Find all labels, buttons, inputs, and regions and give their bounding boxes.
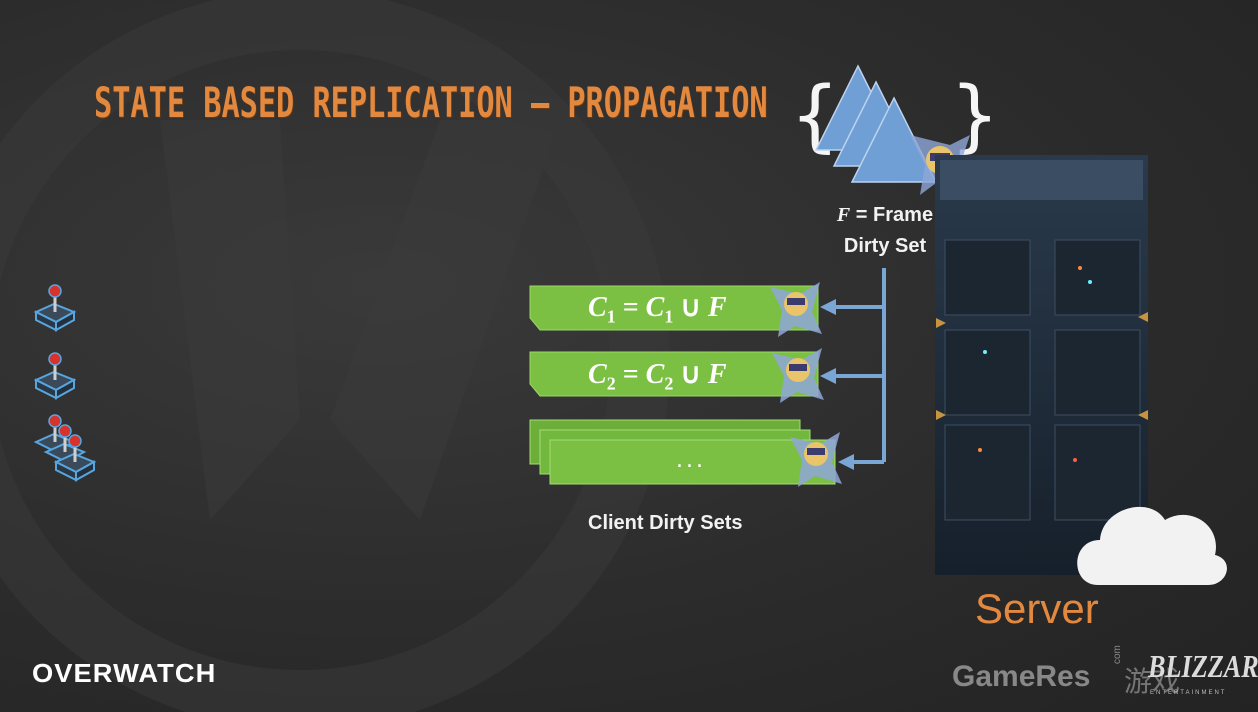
more-client-sets: ... [676, 448, 706, 473]
server-label: Server [975, 585, 1099, 632]
client-set-1-formula: C1 = C1 ∪ F [588, 292, 727, 327]
cloud-icon [1077, 506, 1227, 585]
watermark-com: com [1112, 645, 1123, 664]
arrow-heads [820, 299, 854, 470]
client-set-2-formula: C2 = C2 ∪ F [588, 359, 727, 394]
frame-var: F [836, 204, 851, 226]
blizzard-logo: BLIZZARD [1148, 648, 1258, 684]
watermark-cn: 游戏 [1124, 665, 1181, 698]
triangle-set-icon: { } [790, 64, 1000, 183]
gameres-watermark: GameRes [952, 660, 1091, 693]
overwatch-logo: OVERWATCH [32, 658, 217, 688]
client-set-2 [529, 351, 819, 397]
client-set-1 [529, 285, 819, 331]
frame-dirty-set-label: F = Frame Dirty Set [830, 200, 940, 262]
joystick-icon [33, 352, 77, 400]
server-rack-icon [935, 155, 1148, 575]
character-icon [790, 432, 842, 487]
character-icon [772, 348, 824, 403]
blizzard-logo-sub: ENTERTAINMENT [1150, 690, 1227, 696]
client-set-stack [529, 419, 836, 485]
joystick-icon [33, 284, 77, 332]
multi-joystick-icon [33, 414, 97, 482]
character-icon [770, 282, 822, 337]
frame-label-line2: Dirty Set [843, 235, 927, 257]
slide-title: STATE BASED REPLICATION – PROPAGATION [94, 78, 768, 127]
client-dirty-sets-caption: Client Dirty Sets [588, 512, 743, 534]
frame-label-rest: = Frame [850, 204, 934, 226]
propagation-arrows [834, 268, 886, 464]
